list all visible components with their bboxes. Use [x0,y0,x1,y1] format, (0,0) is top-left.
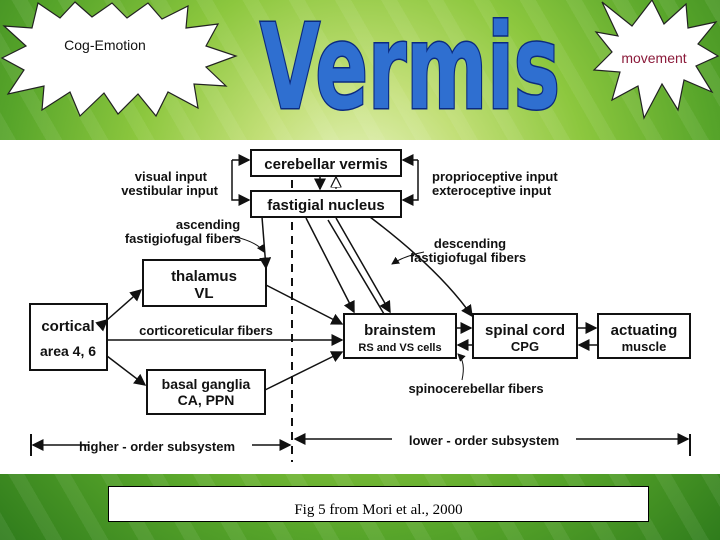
spinocerebellar-pointer [457,353,466,381]
muscle-label: muscle [622,339,667,354]
spinal-cord-box [472,313,578,359]
basal-ganglia-label: basal ganglia [162,376,251,392]
vermis-diagram: cerebellar vermis fastigial nucleus thal… [29,149,691,462]
actuating-label: actuating [611,322,678,339]
ascending-fibers-label: fastigiofugal fibers [125,231,241,246]
cortical-thalamus-arrow [95,289,143,332]
cortical-area-label: area 4, 6 [40,343,96,359]
right-starburst-label: movement [621,50,686,66]
fastigial-to-thalamus-arrow [259,216,272,270]
brainstem-label: brainstem [364,322,436,339]
basal-to-brainstem-arrow [264,351,344,391]
spinocerebellar-label: spinocerebellar fibers [408,381,543,396]
title-text: Vermis [260,8,560,116]
vestibular-input-label: vestibular input [121,183,218,198]
thalamus-to-brainstem-arrow [265,284,344,325]
descending-fibers-label: fastigiofugal fibers [410,250,526,265]
spinal-cord-label: spinal cord [485,322,565,339]
lower-order-label: lower - order subsystem [409,433,559,448]
brainstem-box [343,313,457,359]
spinal-cord-cpg-label: CPG [511,339,539,354]
corticoreticular-label: corticoreticular fibers [139,323,273,338]
fastigial-nucleus-box [250,190,402,218]
fastigial-descending-arrow [305,217,355,314]
fastigial-to-brainstem-line-1 [327,219,385,315]
cortical-box [29,303,108,371]
basal-ganglia-box [146,369,266,415]
basal-ganglia-ca-label: CA, PPN [178,392,235,408]
visual-input-label: visual input [135,169,208,184]
fastigial-to-spinal-arrow [369,216,473,318]
slide-title: Vermis [259,8,562,116]
left-starburst-label: Cog-Emotion [64,37,146,53]
fastigial-to-brainstem-line-2 [335,217,391,314]
cortical-label: cortical [41,318,94,335]
thalamus-label: thalamus [171,268,237,285]
left-starburst: Cog-Emotion [0,1,238,118]
thalamus-box [142,259,267,307]
exteroceptive-input-label: exteroceptive input [432,183,552,198]
ascending-pointer [231,235,265,253]
cerebellar-vermis-box [250,149,402,177]
figure-caption-box: Fig 5 from Mori et al., 2000 [108,486,649,522]
left-input-arrow [231,160,251,206]
right-input-arrow [401,160,419,206]
ascending-label: ascending [176,217,240,232]
descending-label: descending [434,236,506,251]
proprioceptive-input-label: proprioceptive input [432,169,558,184]
cortical-basal-arrow [106,355,147,386]
right-starburst: movement [592,0,720,120]
brainstem-cells-label: RS and VS cells [358,342,441,354]
actuating-box [597,313,691,359]
diagram-panel: cerebellar vermis fastigial nucleus thal… [0,140,720,474]
higher-order-label: higher - order subsystem [79,439,235,454]
descending-pointer [391,251,425,265]
fastigial-nucleus-label: fastigial nucleus [267,197,385,214]
cerebellar-vermis-label: cerebellar vermis [264,156,387,173]
figure-caption: Fig 5 from Mori et al., 2000 [294,502,463,518]
thalamus-vl-label: VL [194,285,213,302]
